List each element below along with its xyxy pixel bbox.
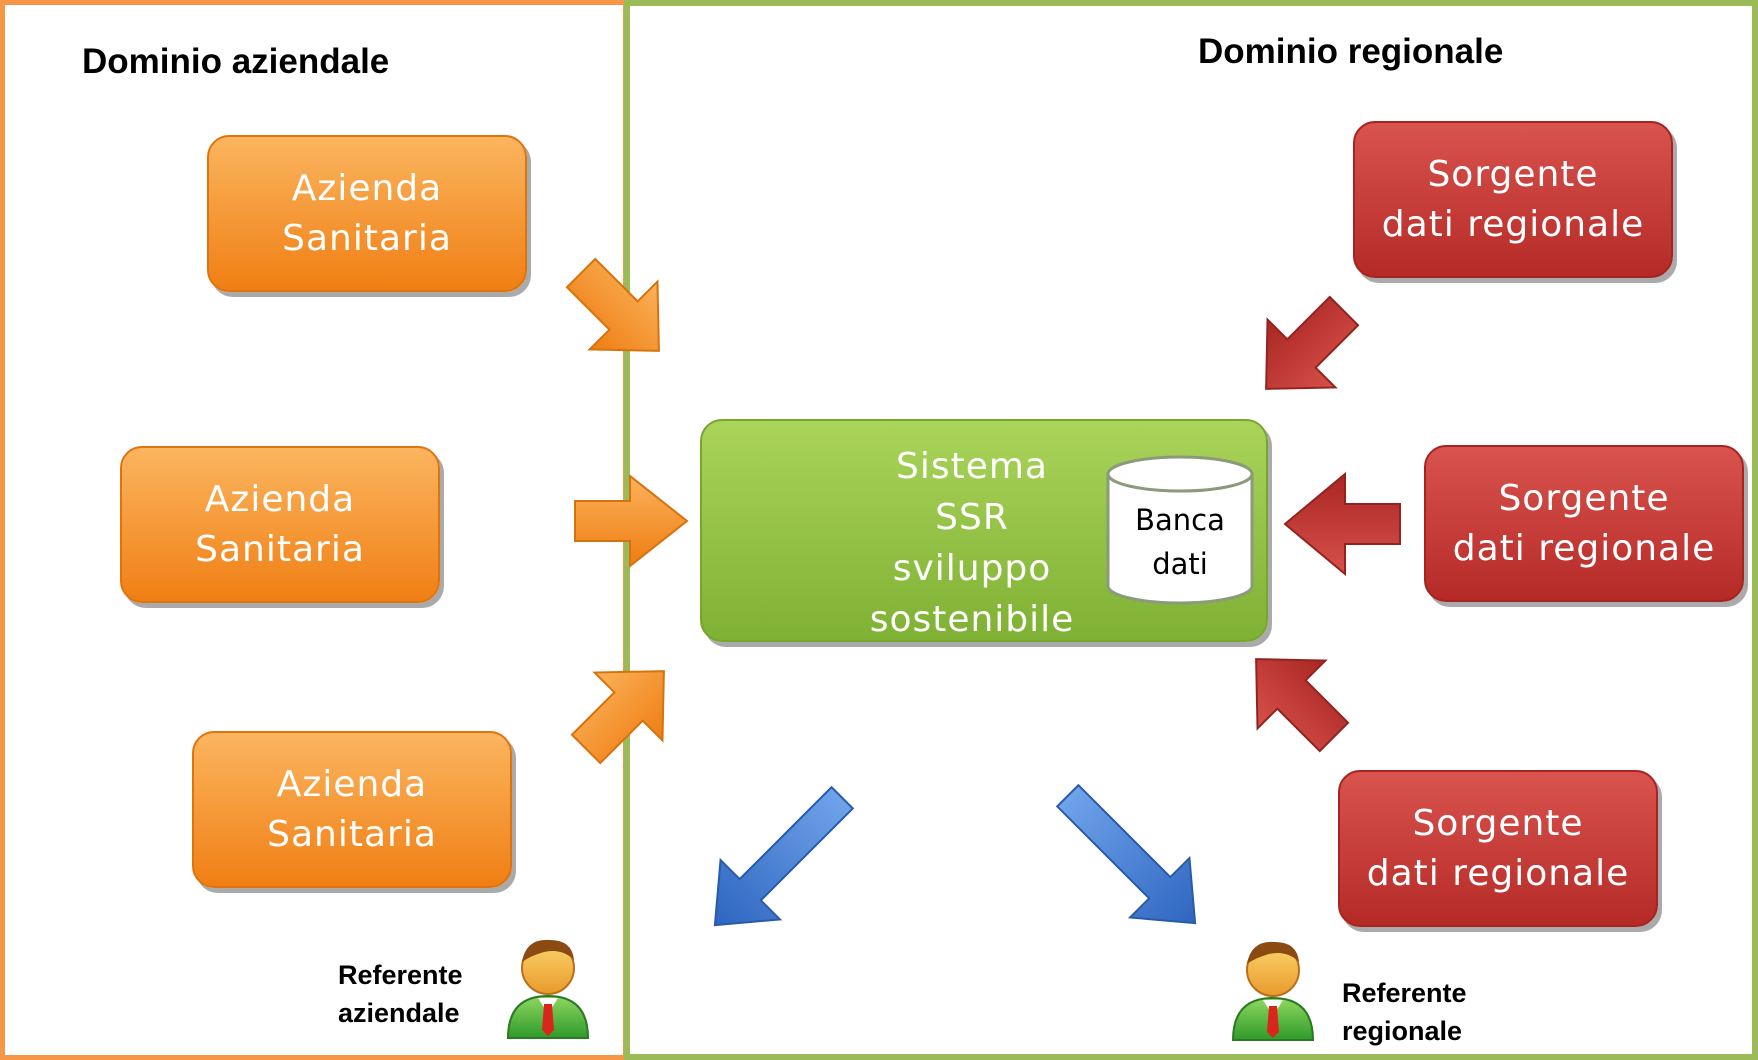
arrow-output-regionale-icon xyxy=(1055,783,1197,925)
referente-regionale-label: Referente regionale xyxy=(1342,974,1467,1050)
arrow-azienda-1-icon xyxy=(565,257,660,352)
referente-regionale-line1: Referente xyxy=(1342,978,1467,1008)
dominio-regionale-title: Dominio regionale xyxy=(1198,32,1504,71)
sorgente-label-line1: Sorgente xyxy=(1412,802,1584,844)
referente-aziendale-person-icon xyxy=(506,939,590,1039)
arrow-sorgente-1-icon xyxy=(1265,295,1360,390)
sistema-label-line3: sostenibile xyxy=(869,599,1075,640)
azienda-sanitaria-box-1: Azienda Sanitaria xyxy=(207,135,527,292)
sorgente-label-line1: Sorgente xyxy=(1498,477,1670,519)
arrow-output-aziendale-icon xyxy=(713,785,855,927)
sorgente-label-line2: dati regionale xyxy=(1452,527,1716,569)
sistema-label-line1: Sistema xyxy=(895,446,1048,487)
sorgente-label-line2: dati regionale xyxy=(1366,852,1630,894)
arrow-sorgente-2-icon xyxy=(1283,471,1401,577)
azienda-sanitaria-box-3: Azienda Sanitaria xyxy=(192,731,512,888)
azienda-label-line2: Sanitaria xyxy=(282,217,452,259)
database-icon xyxy=(1106,455,1254,605)
azienda-label-line1: Azienda xyxy=(276,763,428,805)
referente-regionale-person-icon xyxy=(1231,941,1315,1041)
sorgente-dati-box-3: Sorgente dati regionale xyxy=(1338,770,1658,927)
azienda-label-line1: Azienda xyxy=(204,478,356,520)
azienda-label-line1: Azienda xyxy=(291,167,443,209)
referente-aziendale-line2: aziendale xyxy=(338,998,460,1028)
arrow-azienda-2-icon xyxy=(574,473,689,569)
arrow-azienda-3-icon xyxy=(570,670,665,765)
azienda-sanitaria-box-2: Azienda Sanitaria xyxy=(120,446,440,603)
referente-regionale-line2: regionale xyxy=(1342,1016,1463,1046)
arrow-sorgente-3-icon xyxy=(1255,658,1350,753)
banca-dati-label-line2: dati xyxy=(1152,547,1208,581)
sorgente-dati-box-2: Sorgente dati regionale xyxy=(1424,445,1744,602)
azienda-label-line2: Sanitaria xyxy=(195,528,365,570)
banca-dati-label-line1: Banca xyxy=(1135,503,1225,537)
referente-aziendale-label: Referente aziendale xyxy=(338,956,463,1032)
sorgente-dati-box-1: Sorgente dati regionale xyxy=(1353,121,1673,278)
referente-aziendale-line1: Referente xyxy=(338,960,463,990)
dominio-aziendale-title: Dominio aziendale xyxy=(82,42,390,81)
azienda-label-line2: Sanitaria xyxy=(267,813,437,855)
sorgente-label-line2: dati regionale xyxy=(1381,203,1645,245)
sistema-label-line2: SSR sviluppo xyxy=(892,497,1052,589)
sorgente-label-line1: Sorgente xyxy=(1427,153,1599,195)
